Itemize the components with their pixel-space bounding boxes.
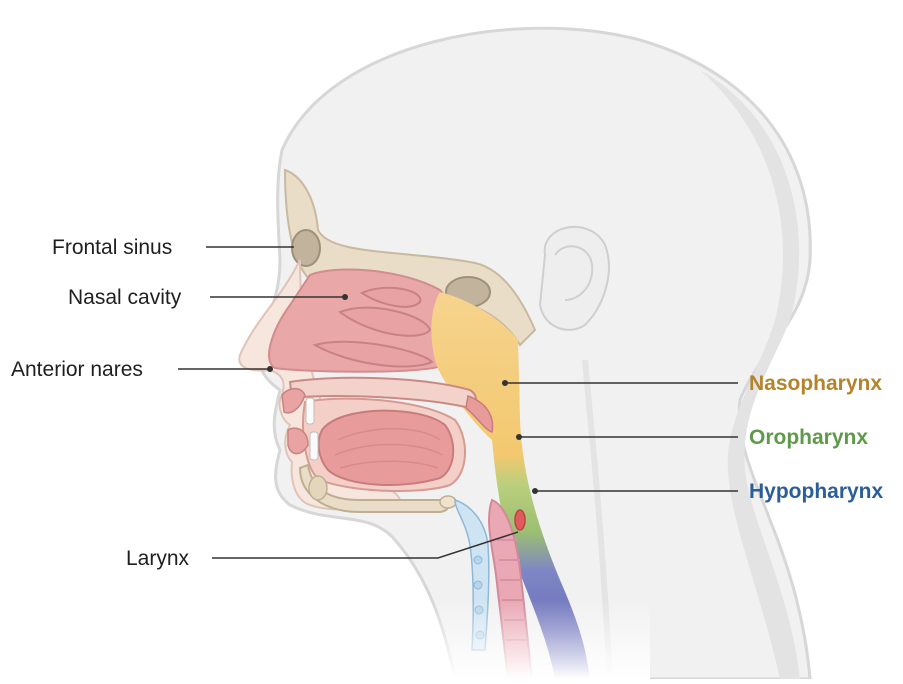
leader-oropharynx-dot	[516, 434, 522, 440]
label-nasal-cavity: Nasal cavity	[68, 287, 181, 308]
tongue	[319, 411, 454, 485]
label-oropharynx: Oropharynx	[749, 427, 868, 448]
leader-nasal-cavity-dot	[342, 294, 348, 300]
label-hypopharynx: Hypopharynx	[749, 481, 883, 502]
label-frontal-sinus: Frontal sinus	[52, 237, 172, 258]
label-larynx: Larynx	[126, 548, 189, 569]
leader-hypopharynx-dot	[532, 488, 538, 494]
hyoid	[440, 496, 456, 508]
frontal-sinus-shape	[292, 230, 320, 266]
lower-tooth	[310, 432, 318, 460]
label-nasopharynx: Nasopharynx	[749, 373, 882, 394]
leader-nasopharynx-dot	[502, 380, 508, 386]
bottom-fade	[230, 600, 650, 679]
label-anterior-nares: Anterior nares	[11, 359, 143, 380]
vocal-fold	[515, 510, 525, 530]
leader-anterior-nares-dot	[267, 366, 273, 372]
chin-bone	[309, 476, 327, 500]
upper-tooth	[306, 398, 314, 424]
